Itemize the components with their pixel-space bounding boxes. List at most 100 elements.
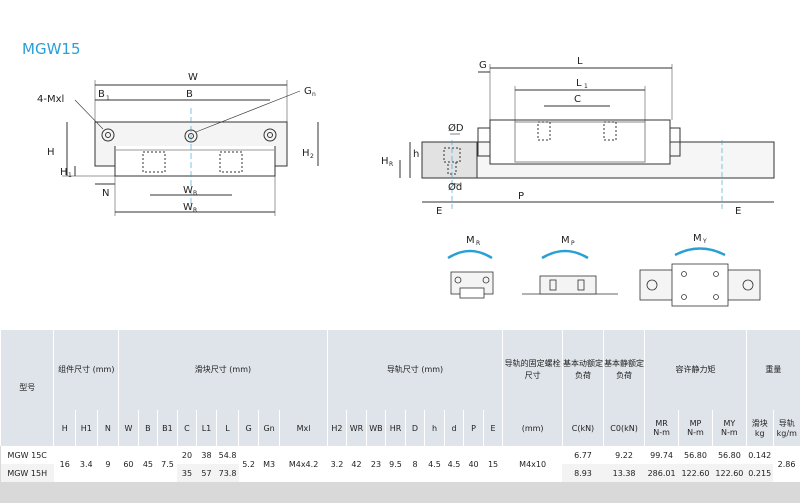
dim-e-left-label: E (436, 206, 442, 217)
col-mxl: Mxl (279, 410, 328, 446)
cell-d-small: 4.5 (444, 446, 464, 482)
col-hr: HR (385, 410, 406, 446)
moment-header: 容许静力矩 (644, 330, 747, 410)
moment-mr-sub: R (476, 240, 480, 247)
cell-mp: 122.60 (678, 464, 713, 482)
block-header: 滑块尺寸 (mm) (118, 330, 328, 410)
dim-wb-label: W (183, 185, 193, 196)
cell-kg: 0.142 (746, 446, 774, 464)
dim-gn-label: G (304, 86, 312, 97)
cell-b: 45 (138, 446, 158, 482)
col-p: P (463, 410, 484, 446)
cell-mr: 286.01 (644, 464, 679, 482)
cell-mr: 99.74 (644, 446, 679, 464)
cell-h1: 3.4 (75, 446, 98, 482)
dim-h-side-label: h (413, 149, 419, 160)
cell-my: 122.60 (712, 464, 747, 482)
mount-hole-right (263, 128, 277, 142)
cell-h-small: 4.5 (424, 446, 445, 482)
dim-gn-sub: n (312, 91, 316, 98)
moment-mp-diagram (522, 249, 618, 295)
dim-mxl-label: 4-Mxl (37, 94, 64, 105)
col-wb: WB (365, 410, 386, 446)
dim-p-label: P (518, 191, 524, 202)
dim-b1-sub: 1 (106, 95, 110, 102)
rail-bolt-header: 导轨的固定螺栓尺寸 (502, 330, 563, 410)
front-view-labels: W B 1 B 4-Mxl G n H H 1 H 2 N W B W R (37, 72, 316, 214)
front-view (62, 80, 319, 216)
side-block (489, 119, 671, 165)
rail-outline (114, 146, 276, 177)
cell-c: 20 (177, 446, 197, 464)
col-gn: Gn (257, 410, 280, 446)
cell-c-dyn: 6.77 (562, 446, 604, 464)
dim-h2-sub: 2 (310, 153, 314, 160)
moment-mp-label: M (561, 235, 570, 246)
col-h1: H1 (75, 410, 98, 446)
cell-bolt: M4x10 (502, 446, 563, 482)
static-load-header: 基本静额定负荷 (603, 330, 645, 410)
moment-mr-label: M (466, 235, 475, 246)
table-row: MGW 15H 35 57 73.8 8.93 13.38 286.01 122… (0, 464, 800, 482)
col-c: C (176, 410, 197, 446)
spec-table: 型号 组件尺寸 (mm) 滑块尺寸 (mm) 导轨尺寸 (mm) 导轨的固定螺栓… (0, 330, 800, 503)
dim-wr-label: W (183, 202, 193, 213)
rail-bolt-right (219, 151, 243, 173)
weight-header: 重量 (745, 330, 800, 410)
cell-c-dyn: 8.93 (562, 464, 604, 482)
side-view (399, 64, 775, 210)
rail-header: 导轨尺寸 (mm) (326, 330, 503, 410)
col-c-dyn: C(kN) (561, 410, 604, 446)
dim-h1-sub: 1 (68, 172, 72, 179)
cell-kg: 0.215 (746, 464, 774, 482)
col-bolt-unit: (mm) (502, 410, 563, 446)
moment-my-diagram (639, 247, 761, 307)
moment-labels: M R M P M Y (466, 233, 707, 247)
dim-hr-sub: R (389, 161, 393, 168)
group-header-row: 型号 组件尺寸 (mm) 滑块尺寸 (mm) 导轨尺寸 (mm) 导轨的固定螺栓… (0, 330, 800, 446)
cell-l: 73.8 (216, 464, 239, 482)
moment-mp-sub: P (571, 240, 575, 247)
cell-e: 15 (483, 446, 503, 482)
dim-n-label: N (102, 188, 109, 199)
cell-w: 60 (118, 446, 139, 482)
dim-g-label: G (479, 60, 487, 71)
dim-b-label: B (186, 89, 193, 100)
col-d-small: d (443, 410, 464, 446)
dim-l1-sub: 1 (584, 83, 588, 90)
cell-p: 40 (463, 446, 484, 482)
drawing-area: MGW15 (22, 40, 775, 307)
rail-bolt-left (142, 151, 166, 173)
dim-l1-label: L (576, 78, 582, 89)
col-b1: B1 (157, 410, 178, 446)
dim-hr-label: H (381, 156, 389, 167)
cell-model: MGW 15C (0, 446, 54, 464)
col-l1: L1 (196, 410, 217, 446)
page-title: MGW15 (22, 40, 81, 58)
col-e: E (482, 410, 503, 446)
cell-g: 5.2 (238, 446, 259, 482)
cell-kgm: 2.86 (773, 446, 800, 482)
col-l: L (215, 410, 239, 446)
technical-drawing: W B 1 B 4-Mxl G n H H 1 H 2 N W B W R (37, 56, 775, 307)
cell-l1: 38 (196, 446, 217, 464)
col-n: N (96, 410, 119, 446)
cell-l1: 57 (196, 464, 217, 482)
col-h2: H2 (326, 410, 347, 446)
moment-my-label: M (693, 233, 702, 244)
mount-hole-left (101, 128, 115, 142)
column-header-row: H H1 N W B B1 C L1 L G Gn Mxl H2 WR WB H… (1, 410, 800, 446)
model-header: 型号 (0, 330, 54, 446)
cell-wr: 42 (346, 446, 367, 482)
col-g: G (238, 410, 259, 446)
cell-h: 16 (53, 446, 76, 482)
dim-c-label: C (574, 94, 581, 105)
cell-c0: 13.38 (603, 464, 645, 482)
dim-wr-sub: R (193, 207, 197, 214)
cell-h2: 3.2 (327, 446, 347, 482)
assembly-header: 组件尺寸 (mm) (53, 330, 119, 410)
